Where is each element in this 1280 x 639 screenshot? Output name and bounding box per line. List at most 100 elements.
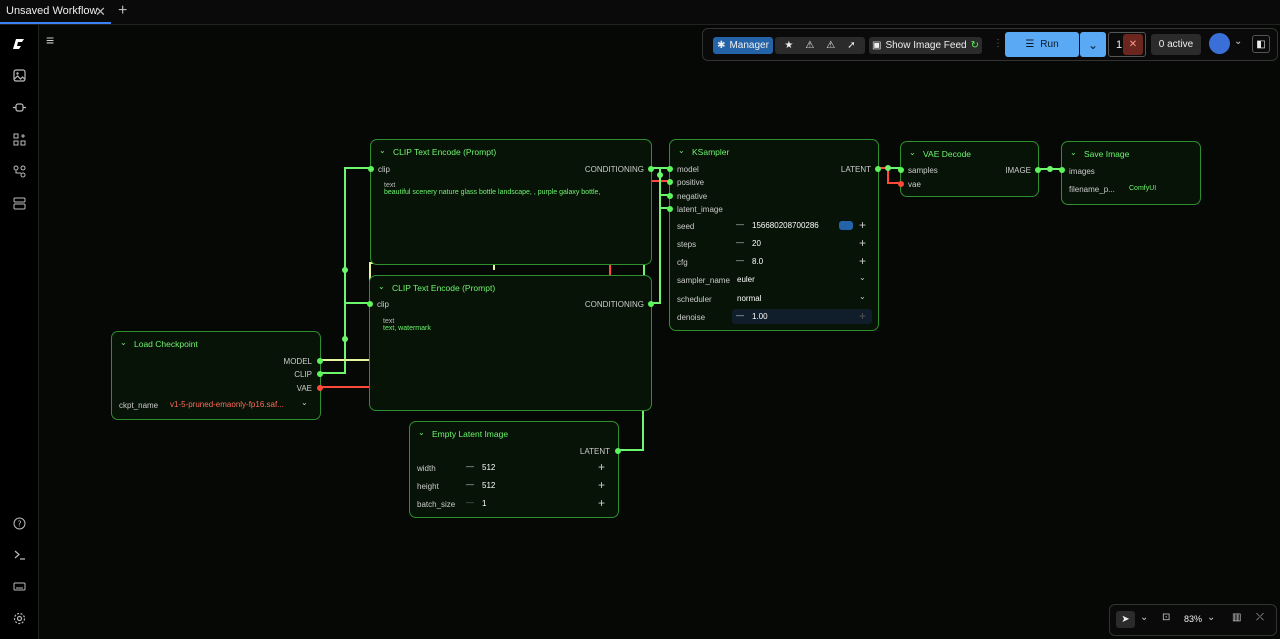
empty-latent-image-node[interactable]: ⌄ Empty Latent Image LATENT width — 512 … [409, 421, 621, 518]
keyboard-icon[interactable] [10, 577, 28, 595]
chevron-down-icon[interactable]: ⌄ [1140, 612, 1149, 623]
increment-icon[interactable]: + [859, 254, 867, 268]
vae-output-slot[interactable] [317, 385, 323, 391]
prompt-textarea[interactable]: text beautiful scenery nature glass bott… [384, 182, 600, 196]
share-arrow-icon[interactable]: ➚ [847, 40, 856, 51]
conditioning-output-slot[interactable] [648, 301, 654, 307]
batch-size-widget[interactable]: — 1 + [462, 496, 612, 511]
active-queue-counter[interactable]: 0 active [1151, 34, 1201, 55]
clip-text-encode-negative-node[interactable]: ⌄ CLIP Text Encode (Prompt) clip CONDITI… [367, 275, 654, 411]
increment-icon[interactable]: + [859, 309, 867, 323]
increment-icon[interactable]: + [859, 236, 867, 250]
latent-image-input-slot[interactable] [667, 206, 673, 212]
image-icon[interactable] [10, 66, 28, 84]
samples-input-slot[interactable] [898, 167, 904, 173]
avatar[interactable] [1209, 33, 1230, 54]
terminal-icon[interactable] [10, 545, 28, 563]
fit-view-icon[interactable]: ⊡ [1162, 612, 1171, 623]
seed-widget[interactable]: — 156680208700286 + [732, 218, 872, 233]
ckpt-name-select[interactable]: v1-5-pruned-emaonly-fp16.saf... ⌄ [168, 397, 313, 412]
decrement-icon[interactable]: — [466, 462, 474, 471]
conditioning-output-slot[interactable] [648, 166, 654, 172]
save-image-node[interactable]: ⌄ Save Image images filename_p... ComfyU… [1059, 141, 1201, 205]
model-a-icon[interactable]: ⚠ [805, 40, 815, 51]
height-widget[interactable]: — 512 + [462, 478, 612, 493]
positive-input-slot[interactable] [667, 179, 673, 185]
decrement-icon[interactable]: — [736, 256, 744, 265]
star-icon[interactable]: ★ [784, 40, 794, 51]
negative-input-label: negative [677, 192, 708, 201]
comfy-logo-icon[interactable] [10, 35, 28, 53]
denoise-widget[interactable]: — 1.00 + [732, 309, 872, 324]
select-pointer-icon[interactable]: ➤ [1116, 611, 1135, 628]
workflows-icon[interactable] [10, 162, 28, 180]
decrement-icon[interactable]: — [736, 238, 744, 247]
decrement-icon[interactable]: — [736, 220, 744, 229]
manager-button[interactable]: ✱ Manager [713, 37, 773, 54]
sampler-name-select[interactable]: euler ⌄ [732, 272, 872, 287]
increment-icon[interactable]: + [598, 478, 606, 492]
latent-image-input-label: latent_image [677, 205, 723, 214]
vae-input-slot[interactable] [898, 181, 904, 187]
scheduler-select[interactable]: normal ⌄ [732, 291, 872, 306]
collapse-chevron-icon[interactable]: ⌄ [418, 428, 425, 437]
steps-widget[interactable]: — 20 + [732, 236, 872, 251]
ksampler-node[interactable]: ⌄ KSampler model positive negative laten… [667, 139, 881, 331]
hide-links-icon[interactable]: ⤫ [1256, 612, 1264, 623]
model-input-slot[interactable] [667, 166, 673, 172]
collapse-chevron-icon[interactable]: ⌄ [909, 148, 916, 157]
clip-output-slot[interactable] [317, 371, 323, 377]
sampler-name-value: euler [737, 275, 755, 284]
collapse-chevron-icon[interactable]: ⌄ [379, 146, 386, 155]
collapse-chevron-icon[interactable]: ⌄ [1070, 148, 1077, 157]
add-tab-icon[interactable]: + [118, 2, 128, 19]
load-checkpoint-node[interactable]: ⌄ Load Checkpoint MODEL CLIP VAE ckpt_na… [111, 331, 323, 420]
width-widget[interactable]: — 512 + [462, 460, 612, 475]
negative-input-slot[interactable] [667, 193, 673, 199]
run-button[interactable]: ☰ Run [1005, 32, 1079, 57]
randomize-seed-icon[interactable] [839, 221, 853, 230]
model-output-slot[interactable] [317, 358, 323, 364]
refresh-icon: ↻ [970, 40, 979, 51]
puzzle-icon: ✱ [717, 40, 726, 51]
show-image-feed-button[interactable]: ▣ Show Image Feed ↻ [869, 37, 982, 54]
run-options-chevron-icon[interactable]: ⌄ [1080, 32, 1106, 57]
chevron-down-icon[interactable]: ⌄ [1207, 612, 1216, 623]
clip-input-slot[interactable] [368, 166, 374, 172]
minimap-icon[interactable]: ▥ [1232, 612, 1242, 623]
tab-unsaved-workflow[interactable]: Unsaved Workflow ✕ [0, 0, 111, 24]
chevron-down-icon[interactable]: ⌄ [1234, 36, 1243, 47]
latent-output-slot[interactable] [875, 166, 881, 172]
templates-icon[interactable] [10, 194, 28, 212]
increment-icon[interactable]: + [598, 460, 606, 474]
model-icon[interactable] [10, 98, 28, 116]
collapse-chevron-icon[interactable]: ⌄ [378, 282, 385, 291]
filename-prefix-value[interactable]: ComfyUI [1129, 185, 1157, 192]
hamburger-menu-icon[interactable]: ≡ [46, 32, 55, 48]
clip-text-encode-positive-node[interactable]: ⌄ CLIP Text Encode (Prompt) clip CONDITI… [368, 139, 654, 265]
collapse-chevron-icon[interactable]: ⌄ [120, 338, 127, 347]
cfg-widget[interactable]: — 8.0 + [732, 254, 872, 269]
vae-decode-node[interactable]: ⌄ VAE Decode samples vae IMAGE [898, 141, 1041, 197]
collapse-chevron-icon[interactable]: ⌄ [678, 146, 685, 155]
zoom-level[interactable]: 83% [1184, 614, 1203, 624]
decrement-icon[interactable]: — [466, 480, 474, 489]
decrement-icon[interactable]: — [736, 311, 744, 320]
increment-icon[interactable]: + [859, 218, 867, 232]
clip-input-slot[interactable] [367, 301, 373, 307]
help-icon[interactable]: ? [10, 514, 28, 532]
latent-output-slot[interactable] [615, 448, 621, 454]
cancel-run-icon[interactable]: ✕ [1123, 34, 1143, 55]
model-b-icon[interactable]: ⚠ [826, 40, 836, 51]
prompt-textarea[interactable]: text text, watermark [383, 318, 431, 332]
decrement-icon[interactable]: — [466, 498, 474, 507]
increment-icon[interactable]: + [598, 496, 606, 510]
drag-handle-icon[interactable]: ⋮⋮ [993, 38, 1013, 49]
sidebar: ? [0, 25, 39, 639]
toggle-panel-icon[interactable]: ◧ [1252, 35, 1270, 53]
nodes-library-icon[interactable] [10, 130, 28, 148]
images-input-slot[interactable] [1059, 167, 1065, 173]
image-output-slot[interactable] [1035, 167, 1041, 173]
close-icon[interactable]: ✕ [95, 4, 106, 19]
settings-gear-icon[interactable] [10, 609, 28, 627]
